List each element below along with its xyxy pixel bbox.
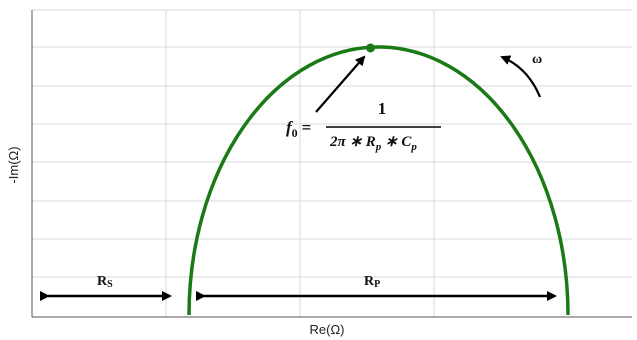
grid-lines (32, 9, 632, 317)
formula-den-sub2: p (410, 141, 417, 153)
svg-text:2π ∗ Rp ∗ Cp: 2π ∗ Rp ∗ Cp (329, 134, 417, 153)
formula-lhs-sub: 0 (292, 126, 298, 140)
frequency-formula: f0= 1 2π ∗ Rp ∗ Cp (286, 99, 441, 153)
peak-point (366, 43, 375, 53)
formula-den-sub1: p (375, 141, 382, 153)
formula-numerator: 1 (378, 99, 387, 118)
formula-pointer-arrow (315, 55, 366, 113)
formula-den-mid: ∗ C (381, 134, 412, 150)
formula-equals: = (302, 118, 312, 137)
formula-lhs: f (286, 118, 294, 137)
formula-denominator: 2π ∗ R (329, 134, 376, 150)
rs-label: RS (97, 274, 113, 290)
series-line (187, 45, 570, 316)
x-axis-label: Re(Ω) (310, 322, 345, 337)
y-axis-label: -Im(Ω) (6, 146, 21, 183)
omega-arrow (500, 55, 542, 98)
rp-label: RP (364, 274, 380, 290)
svg-text:f0=: f0 = (286, 118, 311, 140)
omega-label: ω (532, 52, 542, 67)
